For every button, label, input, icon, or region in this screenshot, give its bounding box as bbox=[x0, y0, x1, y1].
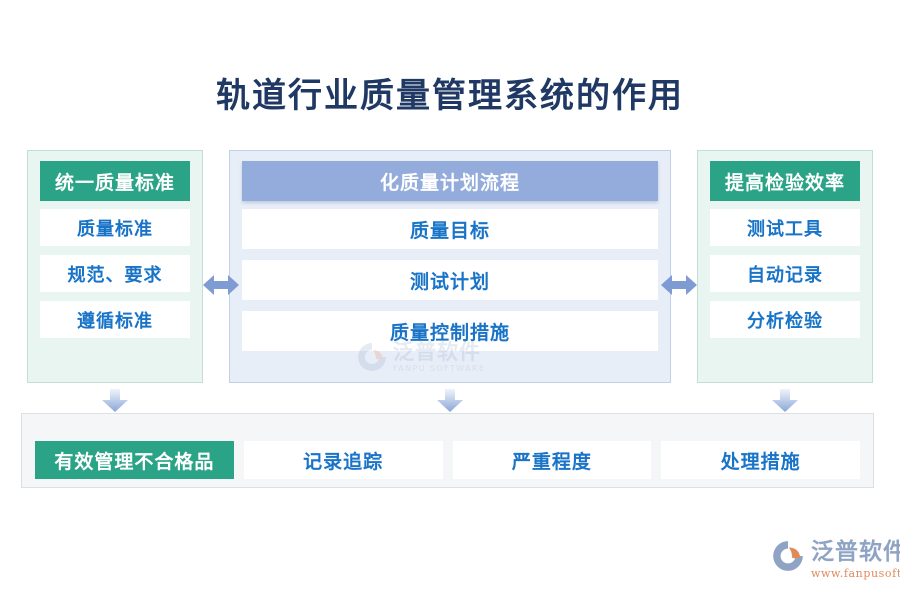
brand-logo: 泛普软件 www.fanpusoft.com bbox=[770, 540, 900, 580]
panel-item[interactable]: 质量控制措施 bbox=[242, 311, 658, 351]
panel-item[interactable]: 自动记录 bbox=[710, 255, 860, 292]
brand-url[interactable]: www.fanpusoft.com bbox=[811, 567, 900, 580]
columns-row: 统一质量标准 质量标准 规范、要求 遵循标准 化质量计划流程 质量目标 测试计划… bbox=[0, 150, 900, 385]
down-arrow-icon bbox=[772, 389, 798, 412]
bottom-item[interactable]: 有效管理不合格品 bbox=[35, 441, 234, 479]
panel-item[interactable]: 遵循标准 bbox=[40, 301, 190, 338]
panel-inspection-efficiency[interactable]: 提高检验效率 测试工具 自动记录 分析检验 bbox=[697, 150, 873, 383]
panel-unified-quality-standard[interactable]: 统一质量标准 质量标准 规范、要求 遵循标准 bbox=[27, 150, 203, 383]
bottom-item[interactable]: 严重程度 bbox=[452, 441, 652, 479]
panel-items-right: 测试工具 自动记录 分析检验 bbox=[710, 209, 860, 338]
double-arrow-icon bbox=[661, 272, 697, 298]
panel-items-left: 质量标准 规范、要求 遵循标准 bbox=[40, 209, 190, 338]
panel-item[interactable]: 测试工具 bbox=[710, 209, 860, 246]
panel-header-left: 统一质量标准 bbox=[40, 161, 190, 201]
panel-item[interactable]: 规范、要求 bbox=[40, 255, 190, 292]
panel-item[interactable]: 质量标准 bbox=[40, 209, 190, 246]
panel-header-center: 化质量计划流程 bbox=[242, 161, 658, 201]
panel-item[interactable]: 分析检验 bbox=[710, 301, 860, 338]
bottom-item[interactable]: 记录追踪 bbox=[243, 441, 443, 479]
panel-items-center: 质量目标 测试计划 质量控制措施 bbox=[242, 209, 658, 351]
double-arrow-icon bbox=[203, 272, 239, 298]
bottom-panel: 有效管理不合格品 记录追踪 严重程度 处理措施 bbox=[21, 413, 874, 488]
panel-item[interactable]: 质量目标 bbox=[242, 209, 658, 249]
down-arrow-icon bbox=[102, 389, 128, 412]
bottom-items-row: 有效管理不合格品 记录追踪 严重程度 处理措施 bbox=[35, 441, 860, 479]
page-title: 轨道行业质量管理系统的作用 bbox=[216, 76, 684, 116]
panel-item[interactable]: 测试计划 bbox=[242, 260, 658, 300]
down-arrow-icon bbox=[437, 389, 463, 412]
brand-name: 泛普软件 bbox=[811, 538, 900, 565]
fanpu-logo-icon bbox=[773, 541, 803, 571]
panel-header-right: 提高检验效率 bbox=[710, 161, 860, 201]
panel-quality-plan-process[interactable]: 化质量计划流程 质量目标 测试计划 质量控制措施 bbox=[229, 150, 671, 383]
bottom-item[interactable]: 处理措施 bbox=[661, 441, 860, 479]
